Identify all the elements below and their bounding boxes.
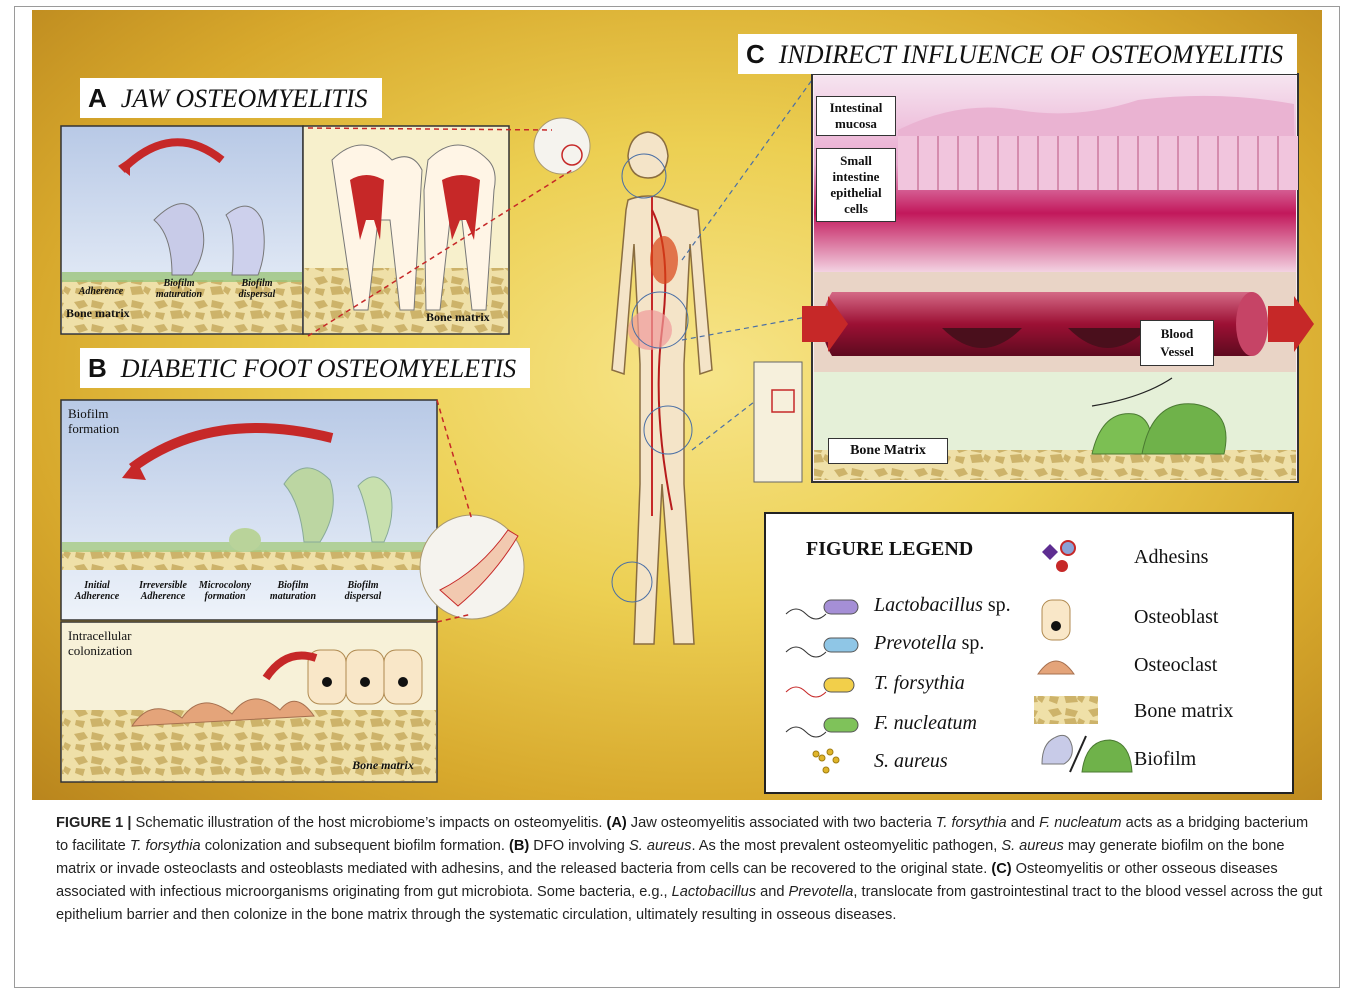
osteoblast-symbol bbox=[1042, 600, 1070, 640]
panel-a-title-text: JAW OSTEOMYELITIS bbox=[121, 84, 368, 113]
biofilm-symbol-a bbox=[1042, 735, 1072, 764]
label-bone-matrix-b: Bone matrix bbox=[338, 760, 428, 771]
legend-nucleatum: F. nucleatum bbox=[874, 712, 977, 735]
legend-forsythia: T. forsythia bbox=[874, 672, 965, 695]
prevotella-symbol bbox=[824, 638, 858, 652]
legend-osteoclast: Osteoclast bbox=[1134, 654, 1217, 677]
figure-caption: FIGURE 1 | Schematic illustration of the… bbox=[56, 812, 1324, 927]
legend-osteoblast: Osteoblast bbox=[1134, 606, 1218, 629]
panel-a-letter: A bbox=[88, 83, 107, 113]
forsythia-symbol bbox=[824, 678, 854, 692]
biofilm-symbol-b bbox=[1082, 740, 1132, 772]
panel-c-title: C INDIRECT INFLUENCE OF OSTEOMYELITIS bbox=[738, 34, 1297, 74]
panel-c-title-text: INDIRECT INFLUENCE OF OSTEOMYELITIS bbox=[779, 40, 1283, 69]
label-bone-matrix-a-left: Bone matrix bbox=[66, 308, 156, 319]
panel-c-letter: C bbox=[746, 39, 765, 69]
label-adherence: Adherence bbox=[66, 286, 136, 297]
legend-biofilm: Biofilm bbox=[1134, 748, 1196, 771]
lactobacillus-symbol bbox=[824, 600, 858, 614]
caption-figure-label: FIGURE 1 | bbox=[56, 815, 131, 831]
adhesin-symbol bbox=[1042, 541, 1075, 572]
legend-bone-matrix: Bone matrix bbox=[1134, 700, 1233, 723]
label-bone-matrix-a-right: Bone matrix bbox=[426, 312, 506, 323]
panel-b-title: B DIABETIC FOOT OSTEOMYELETIS bbox=[80, 348, 530, 388]
legend-saureus: S. aureus bbox=[874, 750, 948, 773]
panel-b-letter: B bbox=[88, 353, 107, 383]
bone-matrix-symbol bbox=[1034, 696, 1098, 724]
tag-bone-matrix-c: Bone Matrix bbox=[828, 438, 948, 464]
legend-lactobacillus: Lactobacillus sp. bbox=[874, 594, 1011, 617]
panel-a-title: A JAW OSTEOMYELITIS bbox=[80, 78, 382, 118]
legend-prevotella: Prevotella sp. bbox=[874, 632, 984, 655]
figure-legend: FIGURE LEGEND Lactobacillus sp. Prevotel… bbox=[764, 512, 1294, 794]
osteoclast-symbol bbox=[1038, 661, 1074, 674]
saureus-symbol bbox=[813, 749, 839, 773]
panel-b-title-text: DIABETIC FOOT OSTEOMYELETIS bbox=[121, 354, 516, 383]
legend-adhesins: Adhesins bbox=[1134, 546, 1208, 569]
nucleatum-symbol bbox=[824, 718, 858, 732]
